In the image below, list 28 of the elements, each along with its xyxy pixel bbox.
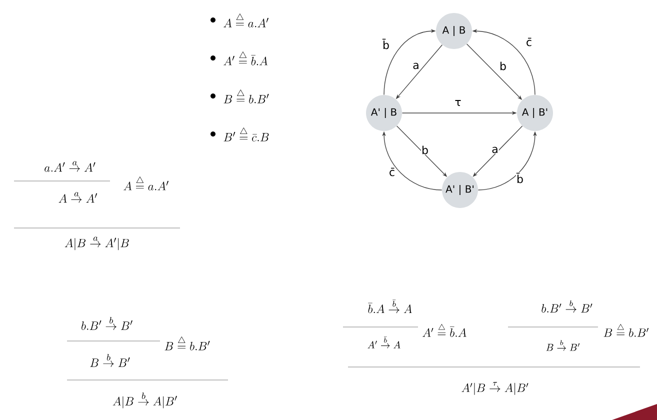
edge-label: a [491,146,499,154]
definition-formula: $B' \stackrel{\triangle}{=} \bar{c}.B$ [224,128,269,142]
rule-formula: $A'|B \stackrel{\tau}{\rightarrow} A|B'$ [462,382,528,395]
rule-formula: $A|B \stackrel{a}{\rightarrow} A'|B$ [64,236,129,250]
edge-label: c̄ [525,37,533,47]
definition-formula: $A \stackrel{\triangle}{=} a.A'$ [224,14,268,28]
definition-formula: $B \stackrel{\triangle}{=} b.B'$ [224,90,269,104]
edge-label: b [421,145,429,155]
rule-formula: $A \stackrel{a}{\rightarrow} A'$ [58,192,98,203]
side-condition: $A\stackrel{\triangle}{=}a.A'$ [124,176,168,190]
rule-formula: $B \stackrel{b}{\rightarrow} B'$ [90,354,130,367]
side-condition: $B\stackrel{\triangle}{=}b.B'$ [604,324,649,337]
edge-label: c̄ [388,167,396,177]
side-condition: $A'\stackrel{\triangle}{=}\bar{b}.A$ [422,324,466,337]
rule-formula: $B \stackrel{b}{\rightarrow} B'$ [546,340,580,351]
rule-formula: $b.B' \stackrel{b}{\rightarrow} B'$ [542,300,592,313]
edge-label: b [499,61,507,71]
definition-formula: $A' \stackrel{\triangle}{=} \bar{b}.A$ [224,52,268,66]
edge-label: a [412,62,420,70]
edge-label: b̄ [382,38,390,50]
edge-label: b̄ [516,172,524,184]
rule-formula: $b.B' \stackrel{b}{\rightarrow} B'$ [82,317,132,330]
side-condition: $B\stackrel{\triangle}{=}b.B'$ [164,336,210,350]
rule-formula: $\bar{b}.A \stackrel{\bar{b}}{\rightarrow} A$ [368,300,412,314]
rule-formula: $A' \stackrel{\bar{b}}{\rightarrow} A$ [368,336,400,348]
rule-formula: $a.A' \stackrel{a}{\rightarrow} A'$ [44,161,96,172]
rule-formula: $A|B \stackrel{b}{\rightarrow} A|B'$ [112,392,177,408]
edge-label: τ [454,100,462,106]
